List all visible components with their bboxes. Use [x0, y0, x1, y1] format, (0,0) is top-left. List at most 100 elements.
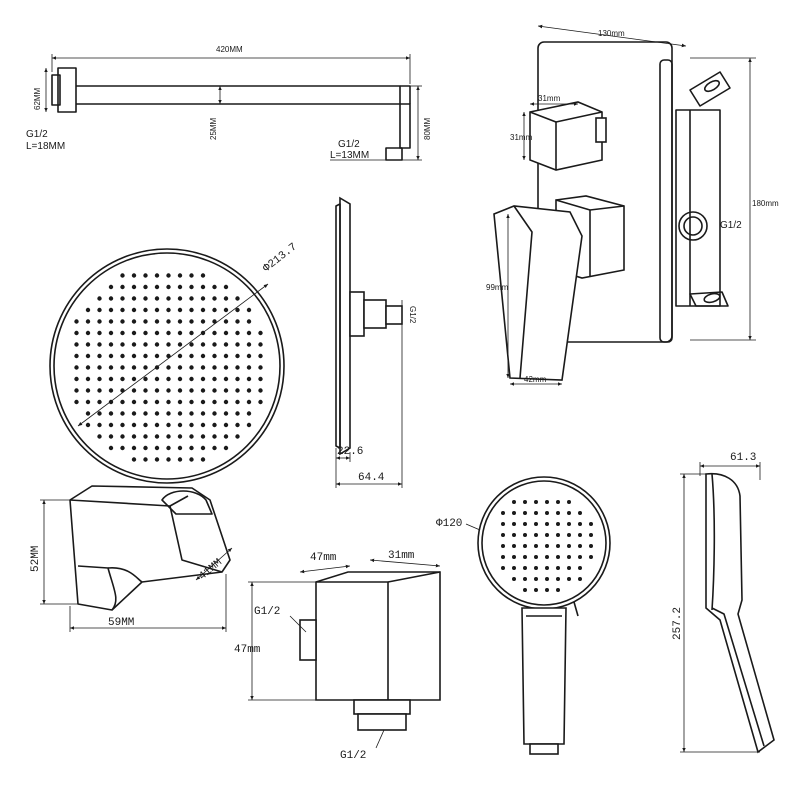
- nozzle-hole: [74, 399, 79, 405]
- nozzle-hole: [556, 555, 560, 559]
- nozzle-hole: [512, 511, 516, 515]
- wall-elbow: 47mm 31mm 47mm G1/2 G1/2: [234, 550, 441, 762]
- nozzle-hole: [120, 353, 125, 359]
- nozzle-hole: [108, 411, 114, 416]
- nozzle-hole: [189, 307, 194, 313]
- nozzle-hole: [567, 522, 571, 526]
- head-diameter-label: Φ213.7: [261, 241, 300, 275]
- knob-height-label: 31mm: [510, 133, 533, 142]
- nozzle-hole: [131, 365, 137, 370]
- elbow-thread-side-label: G1/2: [254, 606, 280, 618]
- nozzle-hole: [120, 342, 125, 347]
- nozzle-hole: [154, 388, 160, 393]
- knob-width-label: 31mm: [538, 94, 561, 103]
- elbow-height-label: 47mm: [234, 644, 261, 656]
- nozzle-hole: [143, 319, 148, 324]
- nozzle-hole: [143, 422, 148, 428]
- nozzle-hole: [258, 399, 263, 405]
- nozzle-hole: [523, 522, 527, 526]
- nozzle-hole: [200, 284, 206, 290]
- nozzle-hole: [120, 434, 125, 439]
- nozzle-hole: [166, 296, 171, 301]
- nozzle-hole: [512, 533, 516, 537]
- nozzle-hole: [200, 388, 206, 393]
- nozzle-hole: [246, 307, 252, 313]
- nozzle-hole: [523, 555, 527, 559]
- nozzle-hole: [85, 388, 91, 393]
- nozzle-hole: [501, 566, 505, 570]
- nozzle-hole: [85, 307, 91, 313]
- nozzle-hole: [166, 376, 171, 382]
- nozzle-hole: [97, 296, 102, 301]
- nozzle-hole: [166, 411, 171, 416]
- nozzle-hole: [258, 388, 263, 393]
- nozzle-hole: [74, 319, 79, 324]
- nozzle-hole: [212, 445, 217, 451]
- nozzle-hole: [177, 434, 183, 439]
- nozzle-hole: [131, 376, 137, 382]
- nozzle-hole: [200, 273, 206, 278]
- nozzle-hole: [200, 319, 206, 324]
- nozzle-hole: [534, 577, 538, 581]
- nozzle-hole: [108, 445, 114, 451]
- nozzle-hole: [523, 511, 527, 515]
- holder-width-label: 59MM: [108, 617, 134, 629]
- nozzle-hole: [534, 566, 538, 570]
- arm-len-right: L=13MM: [330, 150, 369, 161]
- nozzle-hole: [223, 296, 229, 301]
- nozzle-hole: [97, 422, 102, 428]
- nozzle-hole: [97, 307, 102, 313]
- nozzle-hole: [143, 445, 148, 451]
- nozzle-hole: [246, 399, 252, 405]
- nozzle-hole: [212, 353, 217, 359]
- nozzle-hole: [189, 422, 194, 428]
- nozzle-hole: [223, 445, 229, 451]
- nozzle-hole: [85, 365, 91, 370]
- nozzle-hole: [223, 411, 229, 416]
- nozzle-hole: [97, 342, 102, 347]
- nozzle-hole: [578, 577, 582, 581]
- nozzle-hole: [108, 296, 114, 301]
- arm-thread-right: G1/2: [338, 139, 360, 150]
- nozzle-hole: [74, 388, 79, 393]
- nozzle-hole: [534, 588, 538, 592]
- nozzle-hole: [501, 522, 505, 526]
- nozzle-hole: [154, 284, 160, 290]
- nozzle-hole: [143, 273, 148, 278]
- nozzle-hole: [235, 307, 240, 313]
- nozzle-hole: [258, 353, 263, 359]
- nozzle-hole: [189, 342, 194, 347]
- nozzle-hole: [143, 284, 148, 290]
- nozzle-hole: [120, 296, 125, 301]
- nozzle-hole: [578, 566, 582, 570]
- nozzle-hole: [97, 330, 102, 336]
- nozzle-hole: [154, 422, 160, 428]
- nozzle-hole: [200, 445, 206, 451]
- nozzle-hole: [143, 365, 148, 370]
- nozzle-hole: [166, 457, 171, 462]
- nozzle-hole: [235, 365, 240, 370]
- nozzle-hole: [512, 577, 516, 581]
- nozzle-hole: [545, 544, 549, 548]
- nozzle-hole: [189, 411, 194, 416]
- nozzle-hole: [97, 388, 102, 393]
- nozzle-hole: [212, 376, 217, 382]
- arm-drop-label: 25MM: [209, 117, 218, 140]
- nozzle-hole: [212, 411, 217, 416]
- nozzle-hole: [120, 399, 125, 405]
- nozzle-hole: [200, 296, 206, 301]
- nozzle-hole: [567, 555, 571, 559]
- nozzle-hole: [85, 319, 91, 324]
- nozzle-hole: [567, 533, 571, 537]
- nozzle-hole: [154, 296, 160, 301]
- nozzle-hole: [131, 273, 137, 278]
- nozzle-hole: [189, 445, 194, 451]
- nozzle-hole: [578, 533, 582, 537]
- nozzle-hole: [534, 544, 538, 548]
- nozzle-hole: [589, 533, 593, 537]
- nozzle-hole: [97, 399, 102, 405]
- nozzle-hole: [131, 422, 137, 428]
- nozzle-hole: [212, 307, 217, 313]
- nozzle-hole: [235, 399, 240, 405]
- nozzle-hole: [545, 577, 549, 581]
